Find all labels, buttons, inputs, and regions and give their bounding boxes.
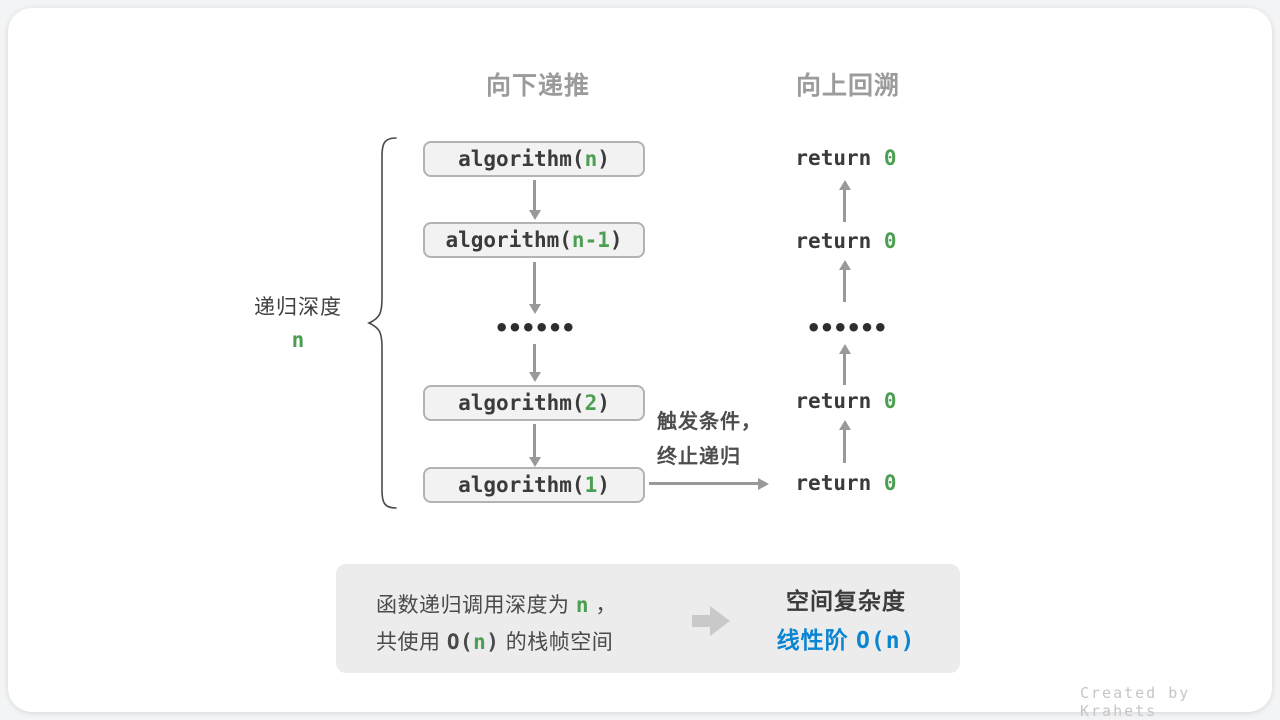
- space-complexity-result: 线性阶 O(n): [716, 621, 976, 655]
- arrow-down-icon: [533, 424, 536, 458]
- call-box-n-1-arg: n-1: [571, 228, 610, 252]
- curly-brace-icon: [367, 137, 397, 509]
- summary-line1: 函数递归调用深度为 n ，: [376, 589, 617, 619]
- return-value: 0: [883, 146, 897, 170]
- call-box-2: algorithm(2): [423, 385, 645, 421]
- summary-line2-o: O(: [446, 630, 474, 654]
- header-downward-recursion: 向下递推: [485, 72, 590, 100]
- call-box-n-arg: n: [584, 147, 598, 171]
- return-row: return 0: [761, 390, 931, 412]
- return-keyword: return: [795, 389, 884, 413]
- call-box-1-pre: algorithm(: [458, 473, 585, 497]
- summary-line2: 共使用 O(n) 的栈帧空间: [376, 626, 613, 656]
- return-keyword: return: [795, 229, 884, 253]
- summary-line2-var: n: [473, 630, 487, 654]
- summary-line1-post: ，: [589, 594, 617, 617]
- return-row: return 0: [761, 147, 931, 169]
- call-box-2-post: ): [597, 391, 610, 415]
- summary-line2-close: ): [486, 630, 500, 654]
- summary-line2-pre: 共使用: [376, 631, 447, 654]
- return-keyword: return: [795, 146, 884, 170]
- arrow-up-icon: [843, 189, 846, 222]
- result-o: O(: [855, 628, 886, 654]
- diagram-card: 向下递推 向上回溯 递归深度 n algorithm(n) algorithm(…: [8, 8, 1272, 720]
- call-box-n-1-post: ): [609, 228, 623, 252]
- space-complexity-title: 空间复杂度: [786, 588, 906, 614]
- call-box-2-pre: algorithm(: [458, 391, 585, 415]
- call-box-n: algorithm(n): [423, 141, 645, 177]
- result-term: 线性阶: [776, 627, 856, 653]
- ellipsis-dots-right: ••••••: [805, 314, 888, 342]
- return-keyword: return: [795, 471, 884, 495]
- recursion-depth-label: 递归深度: [254, 296, 342, 319]
- return-value: 0: [883, 229, 897, 253]
- result-close: ): [900, 628, 916, 654]
- call-box-n-post: ): [597, 147, 610, 171]
- call-box-2-arg: 2: [584, 391, 598, 415]
- call-box-n-1: algorithm(n-1): [423, 222, 645, 258]
- summary-box: 函数递归调用深度为 n ， 共使用 O(n) 的栈帧空间 空间复杂度 线性阶 O…: [336, 564, 960, 673]
- watermark-credit: Created by Krahets: [1080, 684, 1191, 720]
- call-box-n-1-pre: algorithm(: [445, 228, 572, 252]
- recursion-depth-value: n: [291, 328, 305, 352]
- summary-line1-pre: 函数递归调用深度为: [376, 594, 576, 617]
- trigger-condition-line1: 触发条件，: [657, 411, 762, 433]
- arrow-down-icon: [533, 262, 536, 305]
- return-row: return 0: [761, 230, 931, 252]
- arrow-up-icon: [843, 429, 846, 463]
- summary-line1-var: n: [575, 593, 589, 617]
- call-box-n-pre: algorithm(: [458, 147, 585, 171]
- return-row: return 0: [761, 472, 931, 494]
- trigger-condition-line2: 终止递归: [657, 446, 741, 468]
- result-var: n: [885, 628, 901, 654]
- return-value: 0: [883, 471, 897, 495]
- summary-line2-post: 的栈帧空间: [499, 631, 614, 654]
- arrow-down-icon: [533, 344, 536, 373]
- arrow-right-icon: [649, 482, 758, 485]
- arrow-up-icon: [843, 353, 846, 385]
- ellipsis-dots-left: ••••••: [493, 314, 576, 342]
- call-box-1-post: ): [597, 473, 610, 497]
- block-arrow-right-icon: [692, 606, 730, 636]
- call-box-1: algorithm(1): [423, 467, 645, 503]
- arrow-up-icon: [843, 269, 846, 302]
- call-box-1-arg: 1: [584, 473, 598, 497]
- arrow-down-icon: [533, 180, 536, 211]
- return-value: 0: [883, 389, 897, 413]
- header-upward-backtracking: 向上回溯: [795, 72, 900, 100]
